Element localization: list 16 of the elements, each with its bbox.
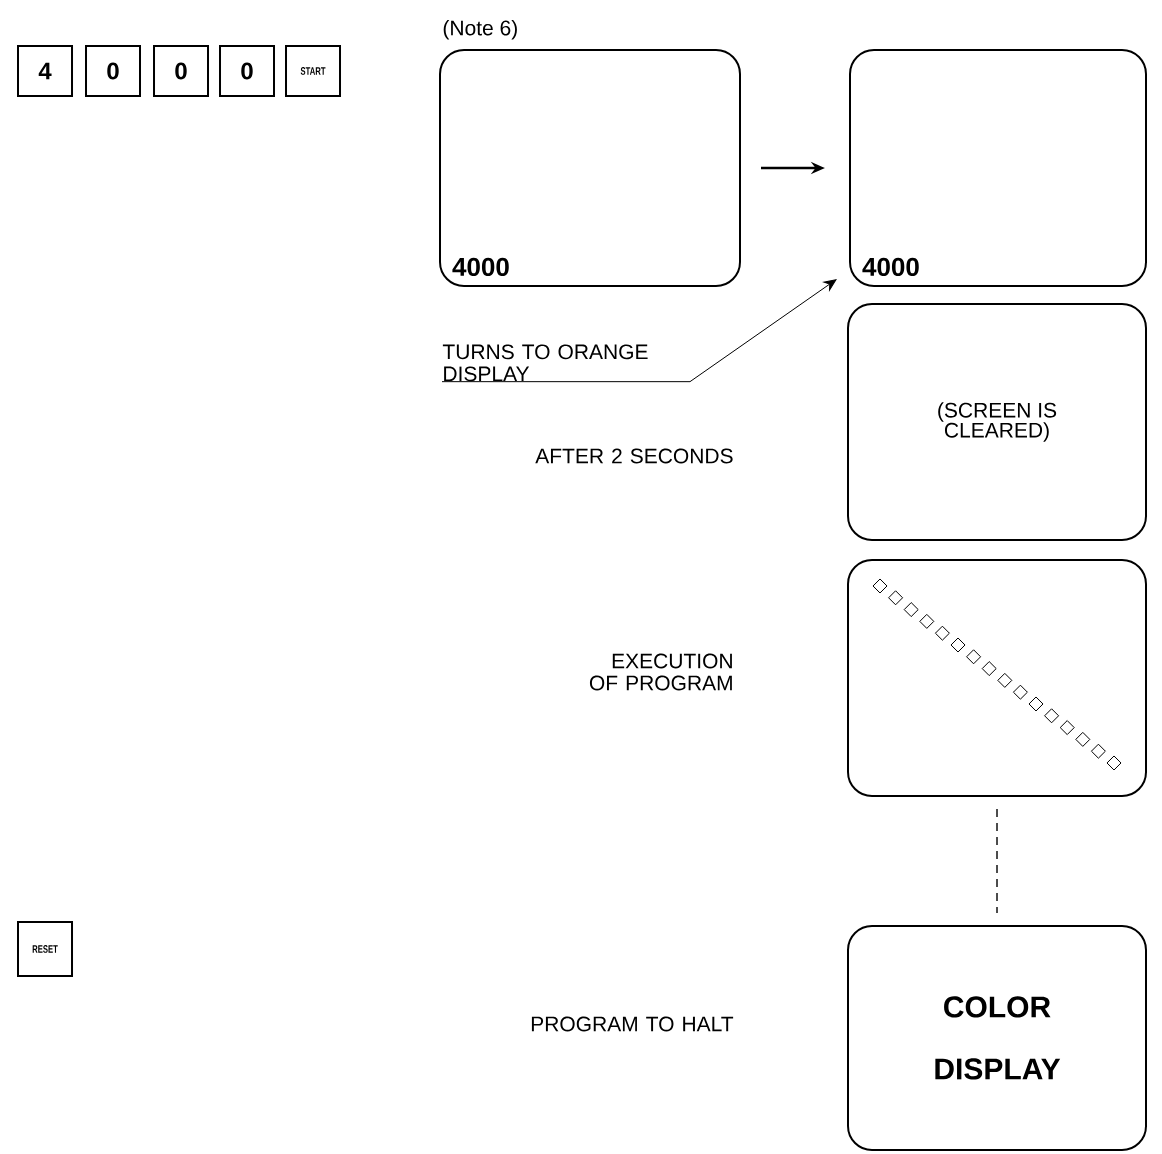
- step-text: EXECUTION OF PROGRAM: [589, 653, 732, 691]
- screen: (SCREEN IS CLEARED): [847, 303, 1147, 541]
- note-text: TURNS TO ORANGE DISPLAY: [442, 344, 648, 382]
- key-button: 0: [85, 45, 141, 97]
- key-button: 0: [219, 45, 275, 97]
- screen-drawing: [847, 559, 1147, 797]
- key-button: 4: [17, 45, 73, 97]
- step-text: AFTER 2 SECONDS: [535, 448, 733, 464]
- key-button: 0: [153, 45, 209, 97]
- screen: 4000: [439, 49, 741, 287]
- step-text: PROGRAM TO HALT: [531, 1016, 734, 1032]
- screen: 4000: [849, 49, 1147, 287]
- leader-line: [441, 279, 837, 383]
- dashed-line: [996, 808, 998, 914]
- note-text: (Note 6): [443, 20, 517, 40]
- screen: COLOR DISPLAY: [847, 925, 1147, 1151]
